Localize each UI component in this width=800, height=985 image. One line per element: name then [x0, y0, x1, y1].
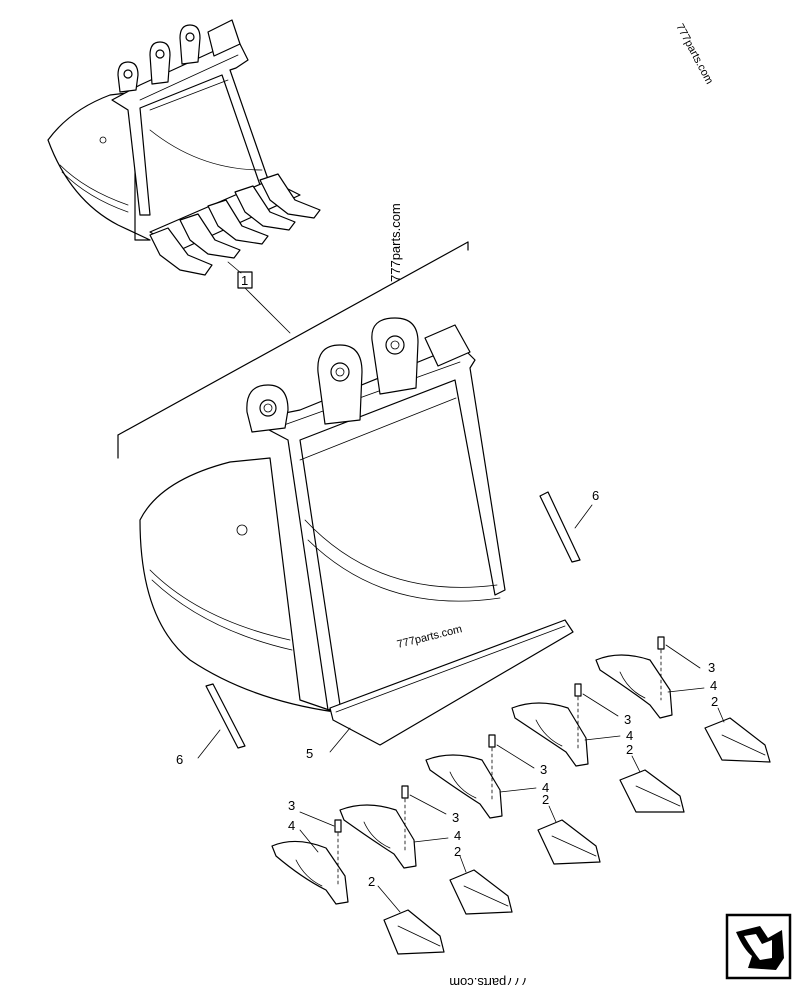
- bucket-assembly-overview: [47, 19, 321, 276]
- callout-5: 5: [306, 746, 313, 761]
- pin-3: [488, 734, 496, 748]
- callout-4-e: 4: [288, 818, 295, 833]
- callout-3-a: 3: [708, 660, 715, 675]
- adapter-5: [271, 840, 349, 905]
- assembly-leader: 1: [117, 241, 469, 459]
- tooth-set-4: 3 4 2: [339, 785, 513, 915]
- tooth-set-3: 3 4 2: [425, 734, 601, 865]
- watermark-middle: 777parts.com: [388, 203, 403, 282]
- overview-teeth: [149, 173, 321, 276]
- pin-2: [574, 683, 582, 697]
- callout-4-c: 4: [542, 780, 549, 795]
- callout-4-d: 4: [454, 828, 461, 843]
- bucket-main: [139, 317, 574, 746]
- callout-1: 1: [241, 273, 248, 288]
- side-cutter-left: [205, 683, 246, 749]
- tooth-set-1: 3 4 2: [595, 636, 771, 763]
- tooth-1: [704, 717, 771, 763]
- tooth-2: [619, 769, 685, 813]
- adapter-4: [339, 804, 417, 869]
- watermark-bottom: 777parts.com: [449, 975, 528, 985]
- callout-3-d: 3: [452, 810, 459, 825]
- pin-4: [401, 785, 409, 799]
- adapter-3: [425, 754, 503, 819]
- callout-3-e: 3: [288, 798, 295, 813]
- pin-1: [657, 636, 665, 650]
- callout-4-b: 4: [626, 728, 633, 743]
- callout-3-c: 3: [540, 762, 547, 777]
- callout-6-left: 6: [176, 752, 183, 767]
- side-cutters: 6 6: [176, 488, 599, 767]
- tooth-4: [449, 869, 513, 915]
- callout-4-a: 4: [710, 678, 717, 693]
- callout-2-d: 2: [454, 844, 461, 859]
- tooth-5: [383, 909, 445, 955]
- callout-3-b: 3: [624, 712, 631, 727]
- adapter-1: [595, 654, 673, 719]
- callout-2-c: 2: [542, 792, 549, 807]
- callout-2-a: 2: [711, 694, 718, 709]
- next-page-arrow-icon[interactable]: [725, 913, 792, 980]
- callout-6-right: 6: [592, 488, 599, 503]
- tooth-set-5: 3 4 2: [271, 798, 445, 955]
- pin-5: [334, 819, 342, 833]
- callout-2-b: 2: [626, 742, 633, 757]
- watermark-center: 777parts.com: [396, 623, 464, 651]
- side-cutter-right: [539, 491, 581, 563]
- watermark-top-right: 777parts.com: [673, 22, 715, 86]
- cutting-edge: [329, 619, 574, 746]
- tooth-set-2: 3 4 2: [511, 683, 685, 813]
- tooth-3: [537, 819, 601, 865]
- adapter-2: [511, 702, 589, 767]
- callout-2-e: 2: [368, 874, 375, 889]
